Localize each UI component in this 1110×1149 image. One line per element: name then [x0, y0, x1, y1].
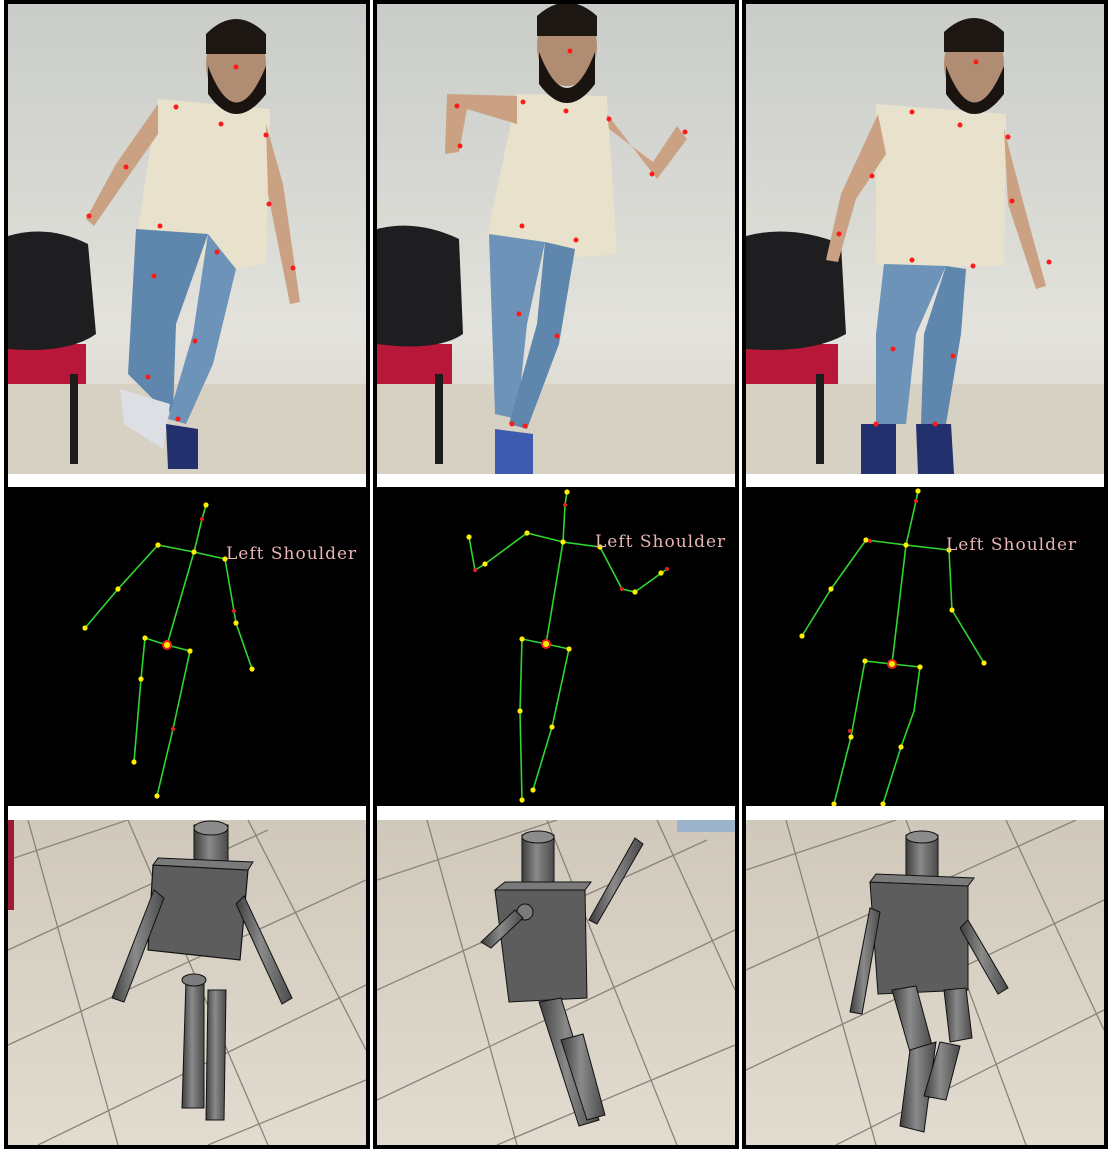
skeleton-plot-1: Left Shoulder	[82, 502, 357, 799]
divider	[377, 474, 735, 487]
person-1	[86, 19, 300, 469]
divider	[377, 806, 735, 820]
skeleton-panel-1: Left Shoulder	[8, 487, 366, 806]
column-3: Left Shoulder	[742, 0, 1108, 1149]
robot-2	[480, 830, 644, 1127]
backpack	[377, 225, 463, 347]
keypoints-1	[86, 64, 296, 422]
robot-render-2	[377, 820, 735, 1145]
skeleton-bones-1	[84, 504, 253, 797]
joint-label-3: Left Shoulder	[946, 535, 1077, 555]
keypoints-3	[836, 59, 1052, 427]
skeleton-panel-3: Left Shoulder	[746, 487, 1104, 806]
person-photo-2	[377, 4, 735, 474]
divider	[8, 474, 366, 487]
skeleton-joints-2	[466, 489, 669, 803]
person-photo-1	[8, 4, 366, 474]
column-2: Left Shoulder	[373, 0, 739, 1149]
robot-render-3	[746, 820, 1104, 1145]
skeleton-joints-3	[799, 488, 987, 806]
skeleton-joints-1	[82, 502, 255, 799]
photo-panel-1	[8, 4, 366, 474]
person-photo-3	[746, 4, 1104, 474]
divider	[746, 474, 1104, 487]
backpack	[746, 231, 846, 350]
person-3	[826, 18, 1046, 474]
photo-panel-2	[377, 4, 735, 474]
joint-label-2: Left Shoulder	[595, 532, 726, 552]
person-2	[445, 4, 687, 474]
robot-render-1	[8, 820, 366, 1145]
divider	[8, 806, 366, 820]
robot-1	[111, 820, 293, 1121]
chair-seat	[746, 344, 838, 384]
photo-panel-3	[746, 4, 1104, 474]
backpack	[8, 231, 96, 350]
robot-render-panel-1	[8, 820, 366, 1145]
column-1: Left Shoulder	[4, 0, 370, 1149]
divider	[746, 806, 1104, 820]
robot-render-panel-2	[377, 820, 735, 1145]
skeleton-plot-2: Left Shoulder	[466, 489, 726, 803]
robot-3	[849, 830, 1009, 1133]
skeleton-panel-2: Left Shoulder	[377, 487, 735, 806]
skeleton-bones-3	[801, 490, 985, 805]
keypoints-2	[454, 48, 688, 429]
skeleton-plot-3: Left Shoulder	[799, 488, 1077, 806]
robot-render-panel-3	[746, 820, 1104, 1145]
joint-label-1: Left Shoulder	[226, 544, 357, 564]
